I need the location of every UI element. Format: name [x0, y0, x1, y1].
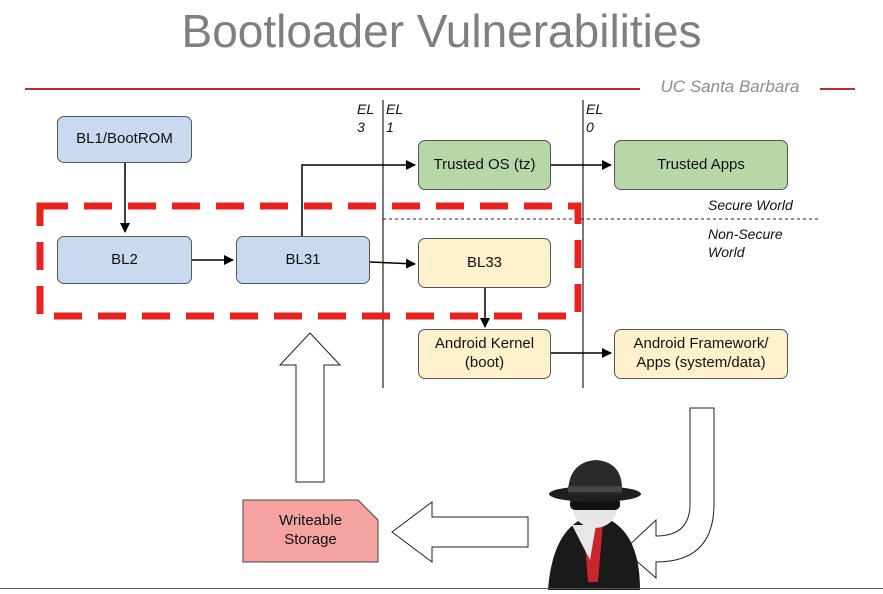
el1-label: EL 1	[386, 101, 404, 135]
affiliation-label: UC Santa Barbara	[640, 77, 820, 97]
android-kernel-box: Android Kernel (boot)	[418, 329, 551, 379]
el0-label: EL 0	[586, 101, 604, 135]
spy-attacker-icon	[548, 460, 641, 590]
bl1-bootrom-box: BL1/BootROM	[57, 116, 192, 163]
arrow-bl31-to-trusted-os	[301, 160, 416, 236]
bl31-box: BL31	[236, 236, 370, 284]
writeable-storage-shape	[242, 499, 379, 563]
writeable-storage-label: Writeable Storage	[278, 512, 343, 548]
title-divider	[25, 88, 855, 90]
hollow-arrow-left	[391, 501, 529, 563]
hollow-arrow-curved	[623, 407, 715, 580]
vulnerable-region-highlight	[36, 202, 582, 320]
el3-label: EL 3	[357, 101, 375, 135]
hollow-arrow-up	[278, 332, 342, 483]
secure-world-label: Secure World	[708, 197, 793, 213]
bl2-box: BL2	[57, 236, 192, 284]
trusted-apps-box: Trusted Apps	[614, 140, 788, 190]
trusted-os-box: Trusted OS (tz)	[418, 140, 551, 190]
bl33-box: BL33	[418, 238, 551, 288]
non-secure-world-label: Non-Secure World	[708, 226, 783, 260]
footer-divider	[0, 588, 883, 589]
arrow-bl31-to-bl33	[369, 258, 416, 269]
page-title: Bootloader Vulnerabilities	[181, 5, 702, 57]
android-framework-box: Android Framework/ Apps (system/data)	[614, 329, 788, 379]
